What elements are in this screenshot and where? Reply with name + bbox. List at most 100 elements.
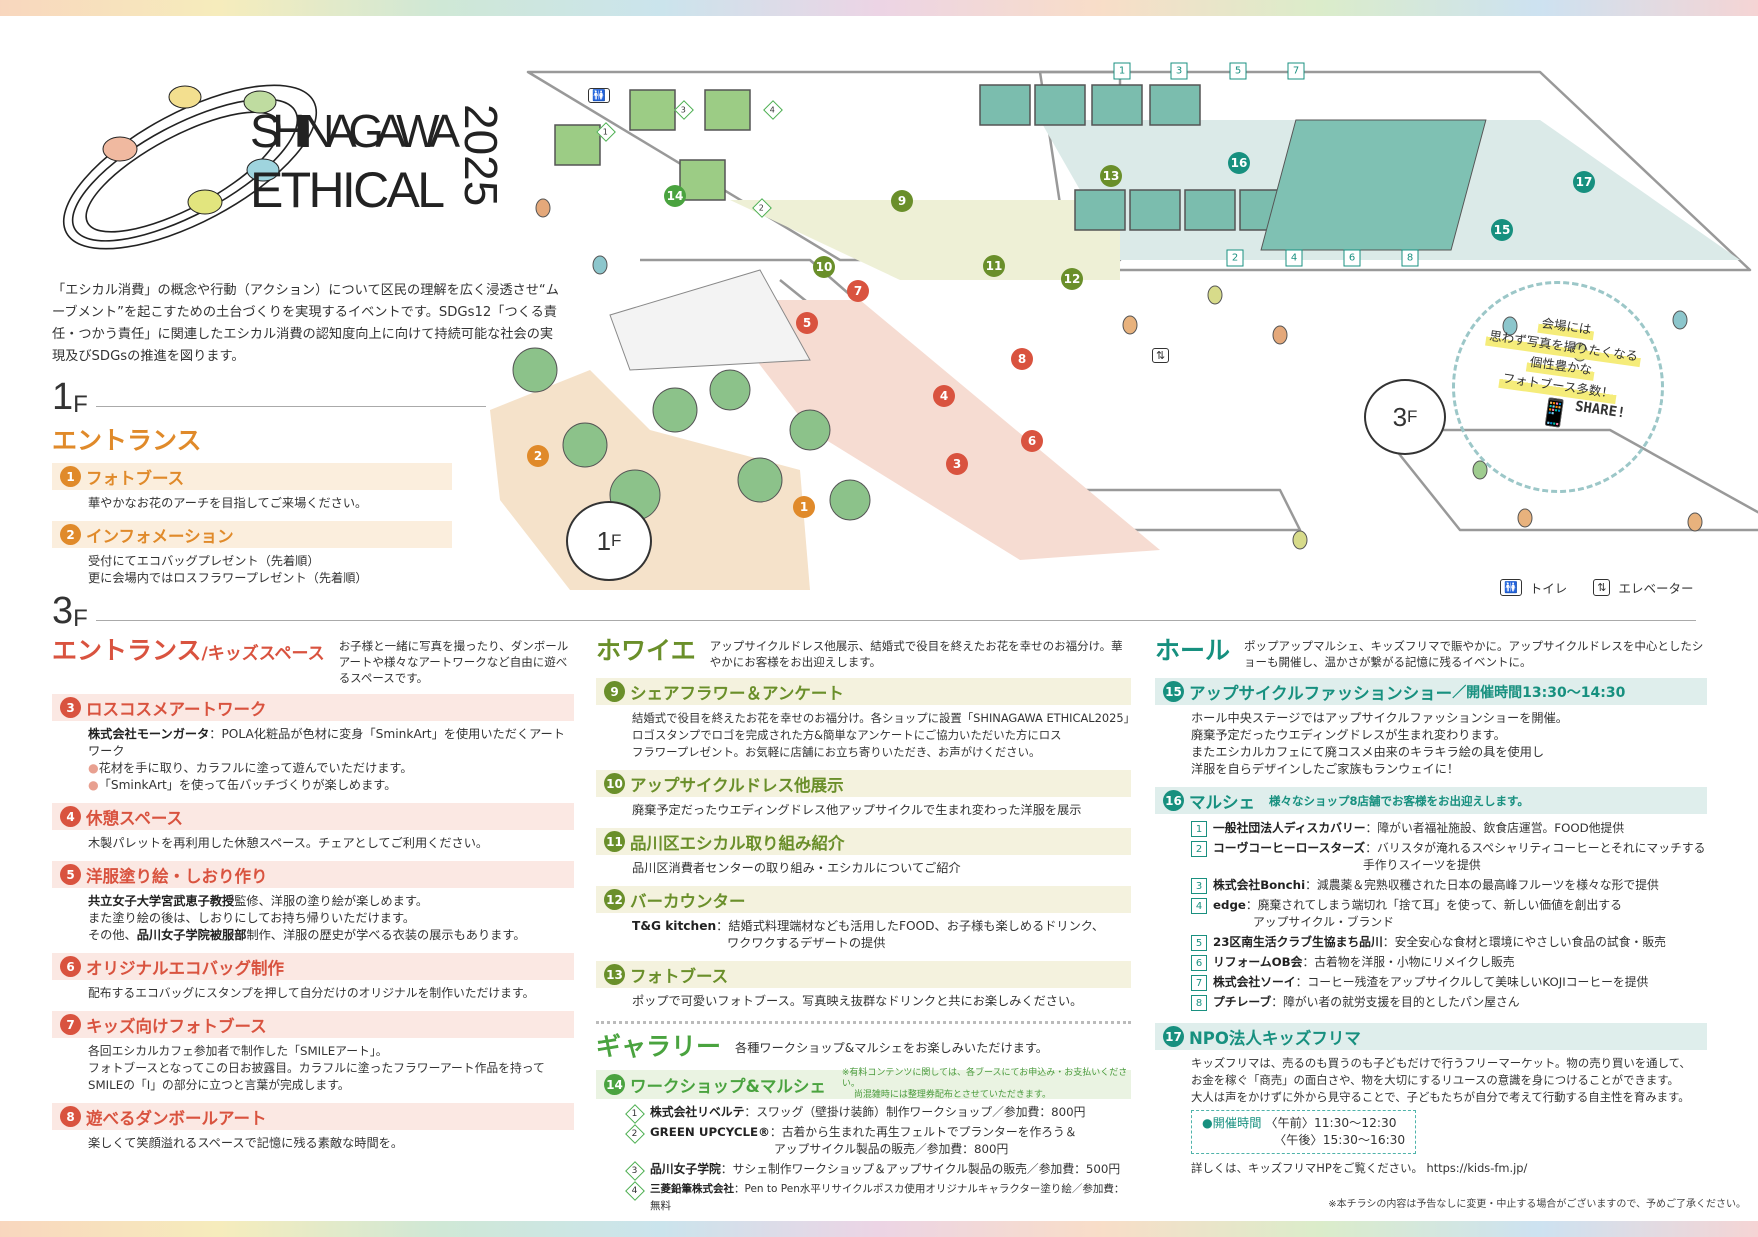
logo-orbits-icon: SHINAGAWA ETHICAL 2025 xyxy=(62,84,507,250)
floor-number: 3 xyxy=(52,590,74,632)
org-name: 株式会社リベルテ xyxy=(650,1105,745,1119)
item-number: 6 xyxy=(60,956,81,977)
toilet-icon: 🚻 xyxy=(1500,579,1522,596)
desc-line: 更に会場内ではロスフラワープレゼント（先着順） xyxy=(88,571,368,585)
shop-number: 4 xyxy=(1191,898,1207,914)
item-title: アップサイクルファッションショー xyxy=(1189,683,1453,703)
desc-line: アップサイクル製品の販売／参加費：800円 xyxy=(774,1142,1009,1156)
map-marker-2: 2 xyxy=(527,445,549,467)
map-marker-5: 5 xyxy=(796,312,818,334)
schedule-label: ●開催時間 xyxy=(1202,1116,1262,1130)
item-title: 品川区エシカル取り組み紹介 xyxy=(630,833,845,853)
org-name: 共立女子大学宮武恵子教授 xyxy=(88,894,235,908)
desc-line: ワクワクするデザートの提供 xyxy=(727,936,886,950)
bullet: 「SminkArt」を使って缶バッチづくりが楽しめます。 xyxy=(98,778,397,792)
shop-stall xyxy=(1184,189,1236,231)
desc-line: またエシカルカフェにて廃コスメ由来のキラキラ絵の具を使用し xyxy=(1191,745,1545,759)
floor1-title: エントランス xyxy=(52,426,202,455)
desc-text: ：減農薬＆完熟収穫された日本の最高峰フルーツを様々な形で提供 xyxy=(1305,878,1659,892)
item-17-desc: キッズフリマは、売るのも買うのも子どもだけで行うフリーマーケット。物の売り買いを… xyxy=(1155,1050,1707,1180)
map-marker-12: 12 xyxy=(1061,268,1083,290)
item-number: 14 xyxy=(604,1074,625,1095)
desc-line: 楽しくて笑顔溢れるスペースで記憶に残る素敵な時間を。 xyxy=(88,1136,404,1150)
map-marker-17: 17 xyxy=(1573,171,1595,193)
map-shop-5: 5 xyxy=(1229,62,1247,80)
item-number: 12 xyxy=(604,889,625,910)
shop-number: 2 xyxy=(1191,841,1207,857)
bullet: 花材を手に取り、カラフルに塗って遊んでいただけます。 xyxy=(98,761,413,775)
org-name: 品川女子学院 xyxy=(650,1162,721,1176)
event-logo: SHINAGAWA ETHICAL 2025 xyxy=(45,62,515,262)
desc-line: キッズフリマは、売るのも買うのも子どもだけで行うフリーマーケット。物の売り買いを… xyxy=(1191,1056,1691,1070)
map-marker-1: 1 xyxy=(793,496,815,518)
legend-toilet: トイレ xyxy=(1529,581,1568,596)
desc-line: 洋服を自らデザインしたご家族もランウェイに！ xyxy=(1191,762,1460,776)
desc-text: ：古着物を洋服・小物にリメイクし販売 xyxy=(1302,955,1515,969)
map-marker-16: 16 xyxy=(1228,152,1250,174)
shop-name: リフォームOB会 xyxy=(1213,955,1303,969)
desc-line: 結婚式で役目を終えたお花を幸せのお福分け。各ショップに設置「SHINAGAWA … xyxy=(632,711,1136,725)
item-1-desc: 華やかなお花のアーチを目指してご来場ください。 xyxy=(52,490,452,515)
logo-line2: ETHICAL xyxy=(250,162,445,218)
stage xyxy=(1260,119,1487,251)
canopy xyxy=(609,269,811,371)
shop-number: 8 xyxy=(1191,995,1207,1011)
floor-number: 1 xyxy=(52,376,74,418)
item-number: 7 xyxy=(60,1014,81,1035)
desc-line: フラワープレゼント。お気軽に店舗にお立ち寄りいただき、お声がけください。 xyxy=(632,745,1041,759)
desc-text: ：障がい者福祉施設、飲食店運営。FOOD他提供 xyxy=(1365,821,1625,835)
desc-line: 各回エシカルカフェ参加者で制作した「SMILEアート」。 xyxy=(88,1044,388,1058)
footer-disclaimer: ※本チラシの内容は予告なしに変更・中止する場合がございますので、予めご了承くださ… xyxy=(1328,1199,1746,1210)
desc-text: 制作、洋服の歴史が学べる衣装の展示もあります。 xyxy=(246,928,526,942)
marche-subtitle: 様々なショップ8店舗でお客様をお出迎えします。 xyxy=(1269,793,1529,808)
shop-name: 23区南生活クラブ生協まち品川 xyxy=(1213,935,1383,949)
item-number: 9 xyxy=(604,681,625,702)
kids-fm-link[interactable]: https://kids-fm.jp/ xyxy=(1426,1161,1528,1175)
booth-diamond-icon: 4 xyxy=(625,1181,645,1201)
item-5-desc: 共立女子大学宮武恵子教授監修、洋服の塗り絵が楽しめます。また塗り絵の後は、しおり… xyxy=(52,888,574,947)
logo-line1: SHINAGAWA xyxy=(250,105,460,157)
show-time: ／開催時間13:30〜14:30 xyxy=(1452,684,1626,701)
item-title: ロスコスメアートワーク xyxy=(86,699,267,719)
org-name: 品川女子学院被服部 xyxy=(136,928,247,942)
section-desc: 各種ワークショップ&マルシェをお楽しみいただけます。 xyxy=(735,1041,1048,1055)
item-title: シェアフラワー＆アンケート xyxy=(630,683,844,703)
item-number: 17 xyxy=(1163,1026,1184,1047)
intro-text: 「エシカル消費」の概念や行動（アクション）について区民の理解を広く浸透させ“ムー… xyxy=(52,283,559,364)
shop-number: 1 xyxy=(1191,821,1207,837)
desc-text: 監修、洋服の塗り絵が楽しめます。 xyxy=(234,894,429,908)
desc-text: ：障がい者の就労支援を目的としたパン屋さん xyxy=(1271,995,1520,1009)
foyer-section: ホワイエアップサイクルドレス他展示、結婚式で役目を終えたお花を幸せのお福分け。華… xyxy=(596,636,1136,1221)
desc-line: また塗り絵の後は、しおりにしてお持ち帰りいただけます。 xyxy=(88,911,416,925)
item-title: マルシェ xyxy=(1189,792,1255,812)
item-title: フォトブース xyxy=(86,468,185,488)
shop-stall xyxy=(979,84,1031,126)
map-marker-13: 13 xyxy=(1100,165,1122,187)
section-desc: ポップアップマルシェ、キッズフリマで賑やかに。アップサイクルドレスを中心としたシ… xyxy=(1244,639,1704,669)
map-marker-6: 6 xyxy=(1021,430,1043,452)
desc-line: 受付にてエコバッグプレゼント（先着順） xyxy=(88,554,320,568)
map-floorplan xyxy=(490,70,1758,590)
floor-unit: F xyxy=(73,391,88,418)
item-13-desc: ポップで可愛いフォトブース。写真映え抜群なドリンクと共にお楽しみください。 xyxy=(596,988,1131,1013)
desc-text: ：サシェ制作ワークショップ＆アップサイクル製品の販売／参加費：500円 xyxy=(720,1162,1121,1176)
kids-schedule-box: ●開催時間 〈午前〉11:30〜12:30〈午後〉15:30〜16:30 xyxy=(1191,1110,1417,1154)
item-6-desc: 配布するエコバッグにスタンプを押して自分だけのオリジナルを制作いただけます。 xyxy=(52,980,574,1005)
map-legend: 🚻トイレ ⇅エレベーター xyxy=(1500,578,1693,597)
phone-camera-icon: 📱 xyxy=(1536,396,1573,431)
